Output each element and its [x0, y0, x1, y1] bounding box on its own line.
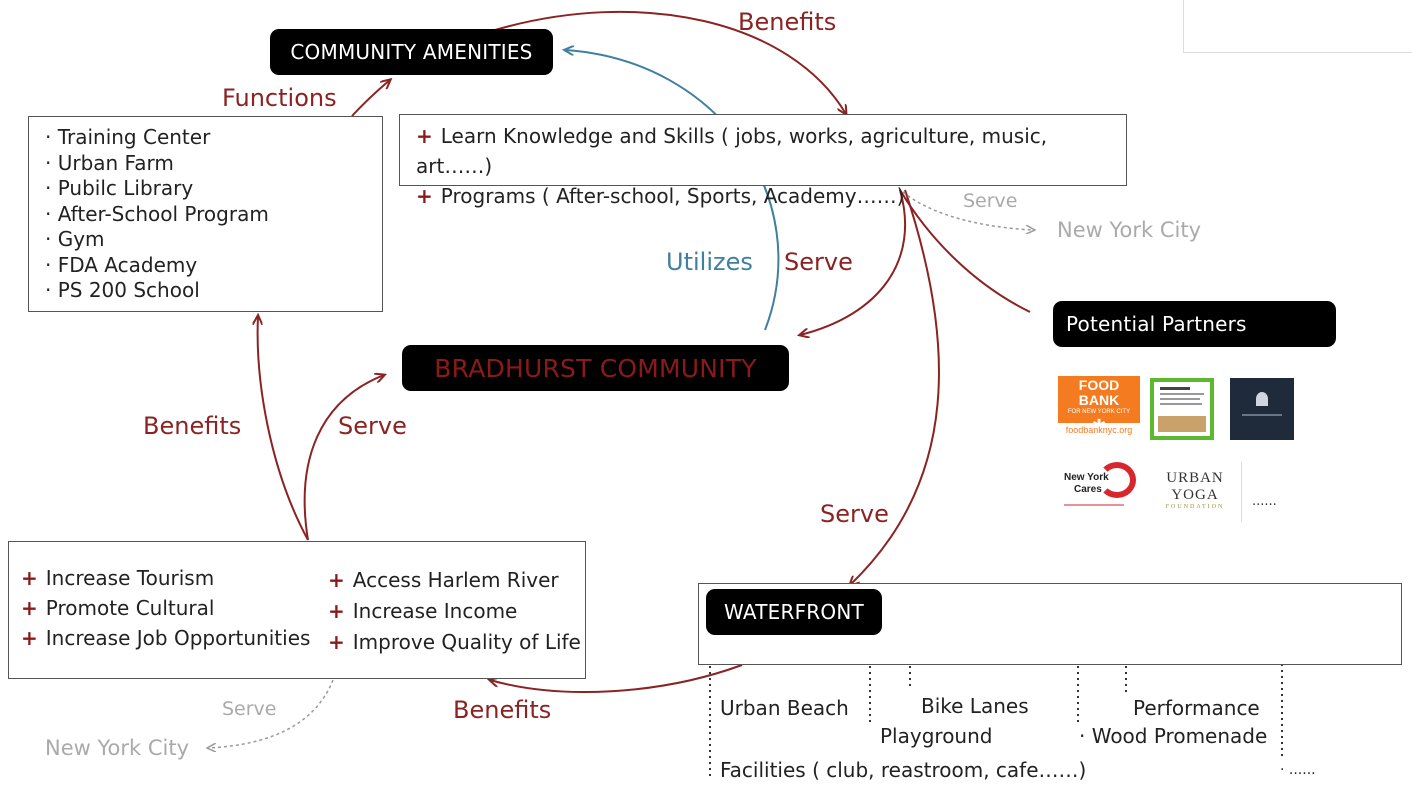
urban-yoga-subtitle: FOUNDATION: [1165, 504, 1225, 510]
benefits-left-arrow: [258, 316, 309, 541]
corner-frame: [1183, 0, 1412, 53]
benefit-item: + Access Harlem River: [328, 565, 581, 596]
amenity-item: · FDA Academy: [45, 252, 198, 277]
waterfront-label: WATERFRONT: [724, 600, 864, 624]
figure-icon: [1256, 392, 1268, 406]
amenity-item: · After-School Program: [45, 201, 269, 226]
food-bank-url: foodbanknyc.org: [1065, 425, 1133, 435]
green-flyer-logo: [1150, 378, 1214, 440]
urban-yoga-title: URBAN YOGA: [1166, 470, 1224, 503]
benefit-text: Increase Job Opportunities: [45, 626, 311, 650]
waterfront-node[interactable]: WATERFRONT: [706, 589, 882, 635]
edge-label-serve-nyc-bottom: Serve: [222, 698, 277, 720]
ny-cares-line2: Cares: [1074, 484, 1102, 495]
benefits-box: + Increase Tourism + Promote Cultural + Inc…: [8, 541, 586, 679]
benefit-item: + Improve Quality of Life: [328, 627, 581, 658]
food-bank-figure-icon: ✱: [1058, 416, 1140, 423]
offer-item-text: Programs ( After-school, Sports, Academy…: [440, 184, 905, 208]
plus-icon: +: [21, 566, 38, 590]
offer-item: +Learn Knowledge and Skills ( jobs, work…: [416, 121, 1126, 181]
serve-left-arrow: [303, 375, 384, 541]
plus-icon: +: [21, 626, 38, 650]
benefit-text: Increase Tourism: [45, 566, 215, 590]
offer-item: + Programs ( After-school, Sports, Academ…: [416, 181, 1126, 211]
bradhurst-community-node[interactable]: BRADHURST COMMUNITY: [402, 345, 789, 391]
partners-more: ......: [1252, 494, 1277, 509]
benefits-bottom-arrow: [490, 664, 743, 693]
waterfront-item-urban-beach: Urban Beach: [720, 696, 849, 720]
functions-arrow: [351, 80, 390, 117]
amenity-item: · PS 200 School: [45, 278, 200, 302]
waterfront-item-wood-promenade: · Wood Promenade: [1079, 724, 1268, 748]
benefit-item: + Increase Job Opportunities: [21, 623, 310, 653]
offer-list: +Learn Knowledge and Skills ( jobs, work…: [416, 121, 1126, 211]
serve-nyc-top-arrow: [902, 191, 1034, 230]
navy-square-logo: [1230, 378, 1294, 440]
apple-icon: [1098, 462, 1136, 498]
amenity-item: · Gym: [45, 227, 105, 251]
benefit-text: Improve Quality of Life: [352, 630, 581, 654]
plus-icon: +: [328, 568, 345, 592]
nyc-bottom-label: New York City: [45, 736, 189, 760]
waterfront-item-more: · ......: [1280, 762, 1316, 778]
edge-label-benefits-left: Benefits: [143, 412, 242, 440]
serve-mid-arrow: [800, 189, 906, 335]
food-bank-logo: FOOD BANK FOR NEW YORK CITY ✱ foodbankny…: [1058, 376, 1140, 438]
community-amenities-node[interactable]: COMMUNITY AMENITIES: [270, 29, 553, 75]
benefit-item: + Promote Cultural: [21, 593, 310, 623]
urban-yoga-logo: URBAN YOGA FOUNDATION: [1152, 470, 1238, 514]
potential-partners-node[interactable]: Potential Partners: [1053, 301, 1336, 347]
plus-icon: +: [416, 184, 433, 208]
food-bank-title: FOOD BANK: [1078, 377, 1120, 408]
edge-label-serve-left: Serve: [338, 412, 407, 440]
benefit-item: + Increase Tourism: [21, 563, 310, 593]
edge-label-benefits-top: Benefits: [738, 8, 837, 36]
benefit-text: Promote Cultural: [45, 596, 215, 620]
plus-icon: +: [21, 596, 38, 620]
benefits-top-arrow: [494, 10, 846, 114]
nyc-top-label: New York City: [1057, 218, 1201, 242]
partners-divider: [1241, 462, 1242, 522]
benefit-text: Access Harlem River: [352, 568, 559, 592]
offer-box: +Learn Knowledge and Skills ( jobs, work…: [399, 114, 1127, 208]
edge-label-serve-waterfront: Serve: [820, 500, 889, 528]
food-bank-subtitle: FOR NEW YORK CITY: [1067, 409, 1131, 415]
benefit-text: Increase Income: [352, 599, 518, 623]
benefit-item: + Increase Income: [328, 596, 581, 627]
edge-label-benefits-bottom: Benefits: [453, 696, 552, 724]
bradhurst-community-label: BRADHURST COMMUNITY: [434, 353, 757, 383]
new-york-cares-logo: New York Cares: [1058, 458, 1142, 516]
serve-waterfront-arrow: [850, 189, 940, 585]
waterfront-item-performance: Performance: [1133, 696, 1260, 720]
plus-icon: +: [416, 124, 433, 148]
waterfront-item-playground: Playground: [880, 724, 993, 748]
offer-item-text: Learn Knowledge and Skills ( jobs, works…: [416, 124, 1048, 178]
potential-partners-label: Potential Partners: [1066, 312, 1247, 336]
edge-label-utilizes: Utilizes: [666, 248, 753, 276]
amenities-list-box: · Training Center · Urban Farm · Pubilc …: [28, 116, 383, 312]
amenity-item: · Training Center: [45, 125, 211, 149]
amenity-item: · Urban Farm: [45, 150, 174, 175]
waterfront-item-bike-lanes: Bike Lanes: [921, 694, 1029, 718]
ny-cares-line1: New York: [1064, 472, 1109, 483]
amenities-list: · Training Center · Urban Farm · Pubilc …: [45, 125, 382, 304]
edge-label-serve-nyc-top: Serve: [963, 190, 1018, 212]
benefits-left-list: + Increase Tourism + Promote Cultural + Inc…: [21, 563, 310, 653]
amenity-item: · Pubilc Library: [45, 176, 194, 200]
community-amenities-label: COMMUNITY AMENITIES: [290, 40, 533, 64]
waterfront-item-facilities: Facilities ( club, reastroom, cafe……): [720, 758, 1087, 782]
plus-icon: +: [328, 630, 345, 654]
edge-label-serve-mid: Serve: [784, 248, 853, 276]
edge-label-functions: Functions: [222, 84, 337, 112]
benefits-right-list: + Access Harlem River + Increase Income + I…: [328, 565, 581, 658]
plus-icon: +: [328, 599, 345, 623]
